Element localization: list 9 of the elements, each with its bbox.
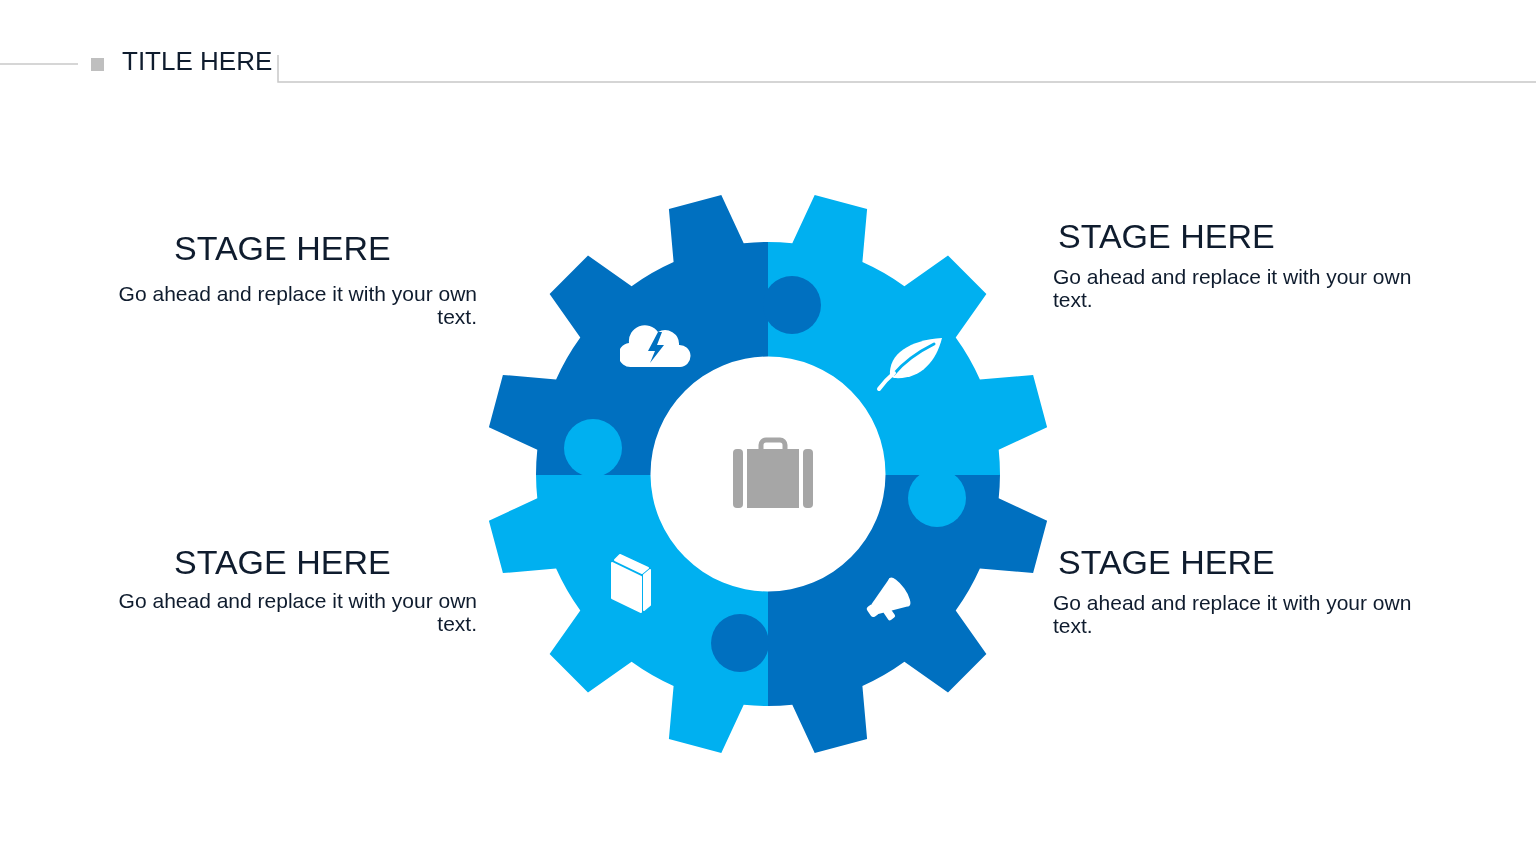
- stage-heading: STAGE HERE: [174, 228, 391, 268]
- stage-description: Go ahead and replace it with your own text.: [117, 282, 477, 328]
- stage-description: Go ahead and replace it with your own text.: [1053, 265, 1413, 311]
- stage-description: Go ahead and replace it with your own text.: [117, 589, 477, 635]
- stage-heading: STAGE HERE: [174, 542, 391, 582]
- title: TITLE HERE: [122, 46, 273, 76]
- stage-heading: STAGE HERE: [1058, 542, 1275, 582]
- stage-heading: STAGE HERE: [1058, 216, 1275, 256]
- stage-description: Go ahead and replace it with your own text.: [1053, 591, 1413, 637]
